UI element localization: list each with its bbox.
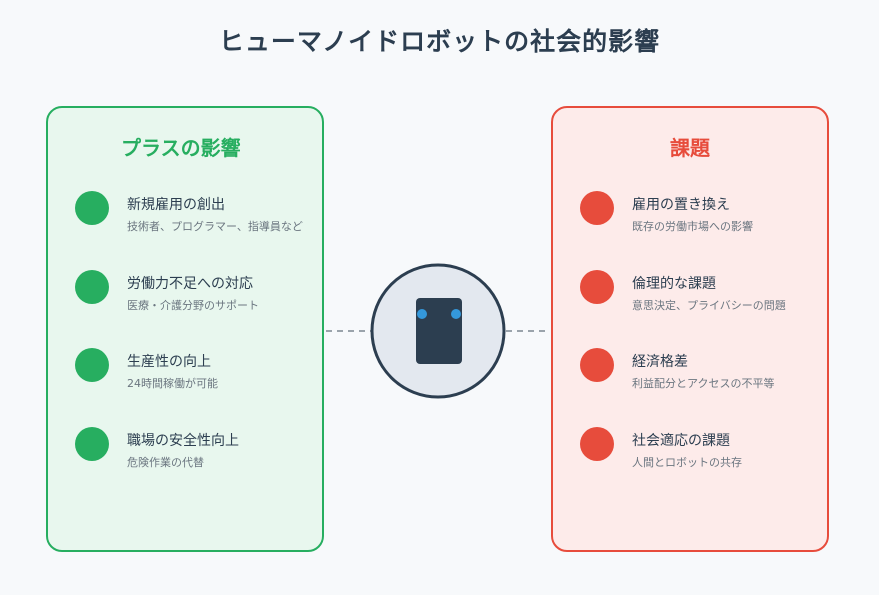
bullet-dot [580, 348, 614, 382]
robot-body [416, 298, 462, 364]
item-title: 倫理的な課題 [632, 276, 716, 292]
item-title: 雇用の置き換え [632, 197, 730, 213]
list-item: 労働力不足への対応 医療・介護分野のサポート [75, 270, 375, 312]
bullet-dot [580, 191, 614, 225]
positive-impacts-panel: プラスの影響 新規雇用の創出 技術者、プログラマー、指導員など 労働力不足への対… [46, 106, 324, 552]
bullet-dot [75, 427, 109, 461]
item-title: 社会適応の課題 [632, 433, 730, 449]
robot-left-eye [417, 309, 427, 319]
item-description: 人間とロボットの共存 [632, 456, 742, 469]
list-item: 職場の安全性向上 危険作業の代替 [75, 427, 375, 469]
item-title: 経済格差 [632, 354, 688, 370]
item-description: 医療・介護分野のサポート [127, 299, 259, 312]
bullet-dot [75, 348, 109, 382]
list-item: 雇用の置き換え 既存の労働市場への影響 [580, 191, 879, 233]
robot-right-eye [451, 309, 461, 319]
item-title: 職場の安全性向上 [127, 433, 239, 449]
challenges-panel-title: 課題 [670, 136, 710, 160]
list-item: 経済格差 利益配分とアクセスの不平等 [580, 348, 879, 390]
bullet-dot [75, 270, 109, 304]
bullet-dot [75, 191, 109, 225]
robot-icon [416, 298, 462, 364]
item-title: 新規雇用の創出 [127, 197, 225, 213]
item-description: 24時間稼働が可能 [127, 377, 218, 390]
item-description: 意思決定、プライバシーの問題 [632, 299, 786, 312]
item-description: 危険作業の代替 [127, 456, 204, 469]
item-description: 利益配分とアクセスの不平等 [632, 377, 775, 390]
item-title: 労働力不足への対応 [127, 276, 253, 292]
list-item: 倫理的な課題 意思決定、プライバシーの問題 [580, 270, 879, 312]
list-item: 社会適応の課題 人間とロボットの共存 [580, 427, 879, 469]
positive-panel-title: プラスの影響 [121, 136, 241, 160]
bullet-dot [580, 270, 614, 304]
item-title: 生産性の向上 [127, 354, 211, 370]
list-item: 生産性の向上 24時間稼働が可能 [75, 348, 375, 390]
bullet-dot [580, 427, 614, 461]
page-title: ヒューマノイドロボットの社会的影響 [218, 27, 661, 56]
list-item: 新規雇用の創出 技術者、プログラマー、指導員など [75, 191, 375, 233]
item-description: 既存の労働市場への影響 [632, 220, 753, 233]
item-description: 技術者、プログラマー、指導員など [127, 220, 303, 233]
challenges-panel: 課題 雇用の置き換え 既存の労働市場への影響 倫理的な課題 意思決定、プライバシ… [551, 106, 829, 552]
